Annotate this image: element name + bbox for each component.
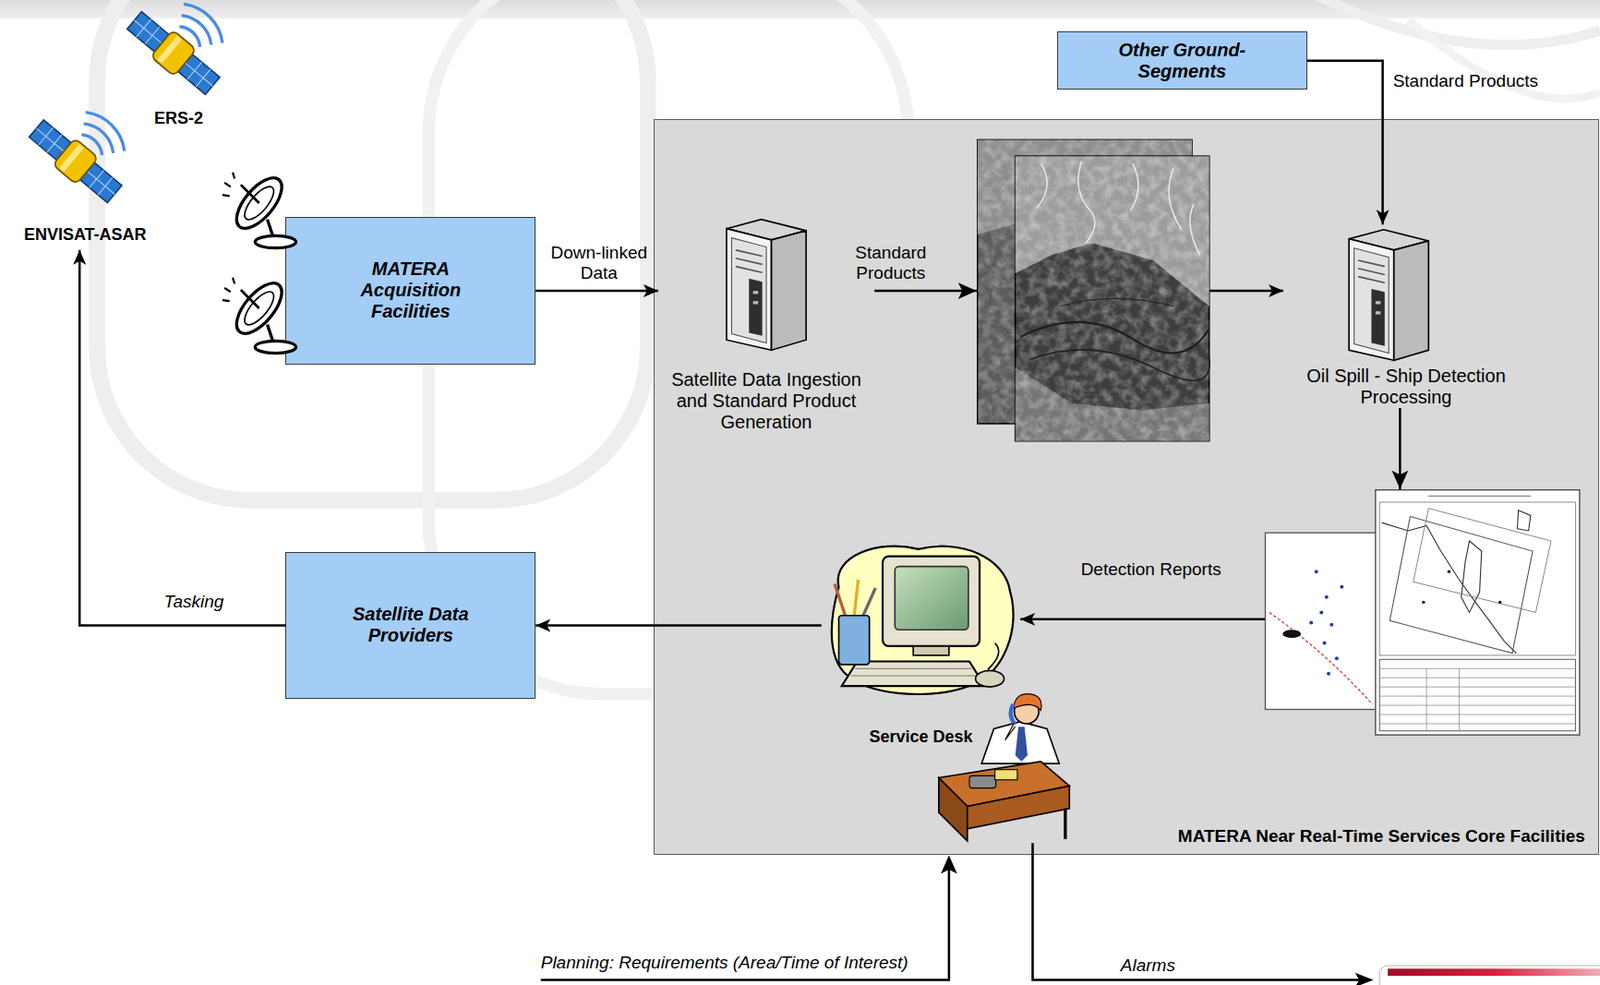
connector <box>1307 60 1384 225</box>
server-icon <box>1348 229 1429 361</box>
note-label: Alarms <box>1120 955 1176 976</box>
arrow-head <box>958 282 977 300</box>
satellite-icon <box>122 3 224 99</box>
arrow-head <box>1392 470 1409 490</box>
edge-label-holder: Tasking <box>164 591 225 613</box>
server-icon <box>726 219 807 351</box>
edge-label-holder: Standard Products <box>840 242 942 284</box>
alarm-arrow <box>1032 842 1373 985</box>
planning-arrow <box>541 855 958 981</box>
node-label: Other Ground-Segments <box>1094 39 1270 83</box>
edge-label-holder: Detection Reports <box>1081 559 1222 580</box>
satellite-icon <box>24 112 126 208</box>
edge-label-holder: Down-linked Data <box>539 242 660 284</box>
edge-label: Tasking <box>164 591 225 613</box>
node-label: Oil Spill - Ship Detection Processing <box>1290 365 1522 409</box>
node-label: ENVISAT-ASAR <box>24 225 147 245</box>
process-box: Satellite Data Providers <box>285 552 536 699</box>
workstation-icon <box>831 546 1014 695</box>
process-box: Other Ground-Segments <box>1057 31 1308 90</box>
node-label: Satellite Data Providers <box>323 603 499 647</box>
connector <box>535 624 821 627</box>
node-label: Service Desk <box>868 727 973 747</box>
node-label: MATERA Near Real-Time Services Core Faci… <box>1178 826 1586 847</box>
node-label: MATERA Acquisition Facilities <box>323 258 499 323</box>
node-label: ERS-2 <box>154 108 204 129</box>
node-label: Satellite Data Ingestion and Standard Pr… <box>665 369 867 434</box>
sar-image <box>977 139 1210 441</box>
process-box: MATERA Acquisition Facilities <box>285 216 536 364</box>
edge-label: Standard Products <box>1393 71 1539 92</box>
edge-label: Detection Reports <box>1081 559 1222 580</box>
background-swoosh <box>1316 0 1600 46</box>
antenna-dish <box>222 170 297 249</box>
note-label: Planning: Requirements (Area/Time of Int… <box>541 952 909 974</box>
note-holder: Planning: Requirements (Area/Time of Int… <box>541 952 909 974</box>
edge-label-holder: Standard Products <box>1393 71 1539 92</box>
operator-figure <box>938 694 1070 842</box>
connector <box>535 289 659 293</box>
antenna-dish <box>222 276 297 354</box>
report-image <box>1264 490 1579 735</box>
edge-label: Down-linked Data <box>539 242 660 284</box>
note-holder: Alarms <box>1120 955 1176 976</box>
edge-label: Standard Products <box>840 242 942 284</box>
logo-fragment <box>1379 965 1600 985</box>
